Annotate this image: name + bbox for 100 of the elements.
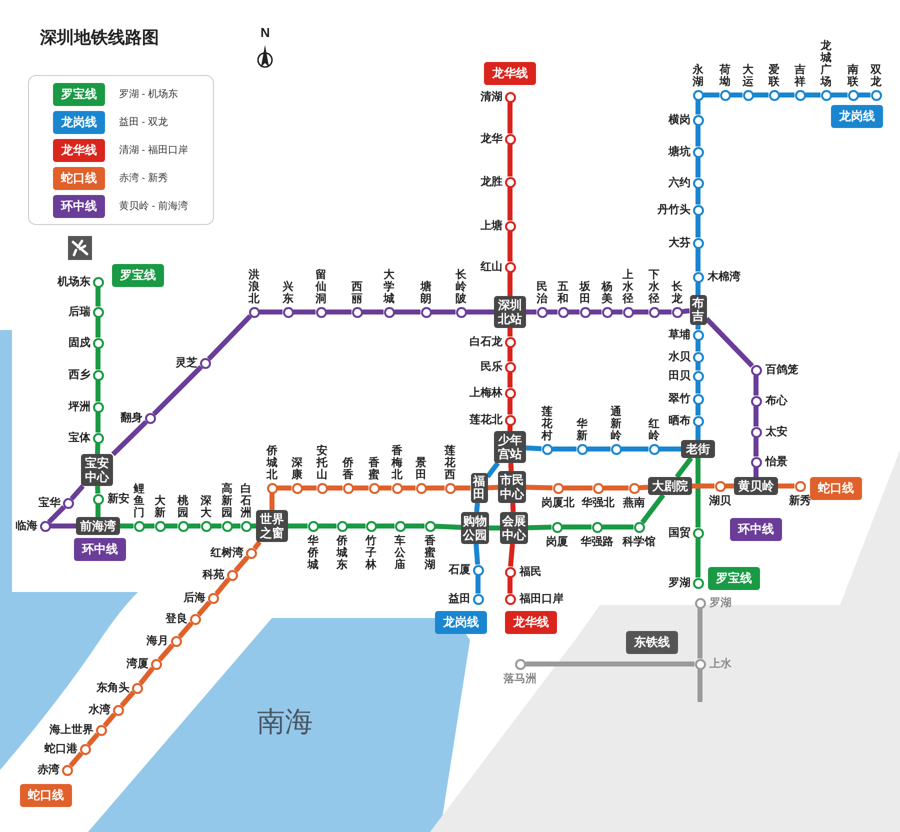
interchange-box: 少年宫站: [494, 431, 526, 463]
station-name: 登良: [166, 613, 188, 625]
metro-line: [696, 362, 700, 370]
line-badge: 蛇口线: [810, 476, 862, 500]
station-name: 西乡: [68, 369, 90, 381]
metro-line: [234, 556, 250, 572]
station-name: 丹竹头: [658, 204, 690, 216]
metro-line: [696, 158, 700, 178]
station-name: 百鸽笼: [766, 364, 798, 376]
station-name: 塘坑: [668, 146, 690, 158]
metro-line: [318, 524, 336, 528]
station-name: 龙华: [480, 133, 502, 145]
metro-line: [778, 484, 794, 488]
metro-line: [138, 666, 155, 686]
station-name: 燕南: [623, 496, 645, 508]
station-name: 龙胜: [480, 176, 502, 188]
metro-line: [552, 446, 576, 452]
metro-line: [612, 310, 622, 314]
station-name: 新安: [108, 493, 130, 505]
metro-line: [508, 372, 512, 388]
station-name: 固戍: [68, 337, 90, 349]
map-title: 深圳地铁线路图: [40, 27, 159, 49]
metro-line: [260, 310, 282, 314]
metro-line: [696, 340, 700, 352]
metro-line: [70, 484, 85, 501]
station-name: 留仙洞: [315, 268, 327, 304]
metro-line: [696, 538, 700, 578]
station-name: 落马洲: [504, 672, 536, 684]
line-badge: 罗宝线: [112, 264, 164, 286]
metro-line: [858, 92, 870, 98]
metro-line: [508, 272, 512, 296]
metro-line: [294, 310, 316, 314]
metro-line: [754, 92, 768, 98]
metro-line: [102, 712, 116, 728]
station-name: 莲花北: [470, 414, 502, 426]
metro-line: [380, 486, 392, 490]
station-name: 水湾: [88, 704, 110, 716]
station-name: 景田: [415, 456, 427, 480]
station-name: 下水径: [648, 268, 660, 304]
metro-line: [696, 188, 700, 204]
station-name: 香梅北: [391, 444, 403, 480]
station-name: 岗厦: [546, 536, 568, 548]
metro-line: [682, 308, 690, 314]
station-name: 海上世界: [50, 724, 94, 736]
station-name: 塘朗: [420, 280, 432, 304]
metro-line: [111, 420, 148, 456]
station-name: 福民: [520, 566, 542, 578]
metro-line: [510, 502, 516, 512]
metro-line: [376, 524, 394, 528]
metro-line: [526, 310, 536, 314]
station-name: 桃园: [177, 494, 189, 518]
metro-line: [526, 662, 694, 666]
station-name: 民治: [536, 280, 548, 304]
station-name: 国贸: [668, 527, 690, 539]
station-name: 吉祥: [794, 64, 806, 88]
station-name: 安托山: [316, 444, 328, 480]
station-name: 后海: [184, 592, 206, 604]
metro-line: [212, 524, 222, 528]
station-name: 红山: [480, 261, 502, 273]
metro-line: [602, 524, 634, 530]
metro-line: [288, 524, 308, 528]
metro-line: [696, 404, 700, 416]
station-name: 龙城广场: [820, 40, 832, 88]
metro-line: [726, 484, 734, 488]
station-name: 洪浪北: [248, 268, 260, 304]
station-name: 莲花西: [444, 444, 456, 480]
metro-line: [270, 494, 274, 510]
sea-name: 南海: [257, 705, 313, 739]
interchange-box: 市民中心: [498, 471, 526, 503]
station-name: 石厦: [448, 564, 470, 576]
station-name: 益田: [448, 593, 470, 605]
line-badge: 罗宝线: [708, 566, 760, 590]
station-name: 兴东: [282, 280, 294, 304]
metro-line: [86, 732, 100, 746]
station-name: 华强北: [582, 496, 614, 508]
line-badge: 环中线: [53, 195, 105, 218]
station-name: 晒布: [668, 415, 690, 427]
metro-line: [698, 608, 702, 658]
line-badge: 蛇口线: [20, 784, 72, 806]
interchange-box: 深圳北站: [494, 296, 526, 328]
metro-line: [487, 484, 498, 490]
metro-line: [568, 310, 580, 314]
station-name: 宝华: [38, 497, 60, 509]
station-name: 侨城东: [336, 534, 348, 570]
metro-line: [832, 92, 848, 98]
metro-line: [806, 92, 820, 98]
metro-line: [96, 348, 100, 370]
station-name: 香蜜湖: [424, 534, 436, 570]
station-name: 白石龙: [470, 336, 502, 348]
metro-line: [640, 494, 666, 524]
station-name: 东角头: [96, 682, 130, 694]
metro-line: [188, 524, 200, 528]
line-badge: 龙岗线: [53, 111, 105, 134]
metro-line: [696, 126, 700, 146]
metro-line: [232, 524, 240, 528]
line-badge: 龙岗线: [435, 610, 487, 634]
station-name: 福田口岸: [520, 593, 564, 605]
station-name: 红树湾: [210, 547, 244, 559]
station-name: 罗湖: [710, 597, 732, 609]
station-name: 鲤鱼门: [133, 482, 145, 518]
